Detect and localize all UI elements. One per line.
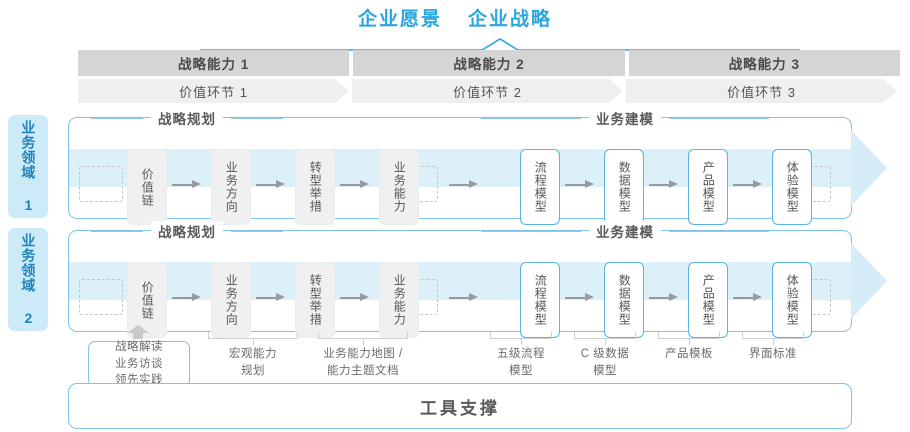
brace-connector-5 — [658, 332, 720, 345]
brace-connector-6 — [742, 332, 804, 345]
node-process-model-1[interactable]: 流程模型 — [520, 149, 560, 225]
node-business-direction-2[interactable]: 业务方向 — [211, 262, 251, 338]
domain-1-label: 业务领域 1 — [20, 119, 37, 214]
arrow-icon-1 — [172, 180, 202, 189]
node-product-model-1-label: 产品模型 — [701, 161, 716, 213]
node-business-capability-1[interactable]: 业务能力 — [379, 149, 419, 225]
node-process-model-2-label: 流程模型 — [533, 274, 548, 326]
section-title-strategy-planning-1-label: 战略规划 — [151, 108, 223, 128]
flow-ribbon-arrowhead — [851, 130, 887, 206]
value-chain-3[interactable]: 价值环节 3 — [626, 79, 897, 103]
arrow-icon-14 — [733, 293, 763, 302]
capability-band-row: 战略能力 1 战略能力 2 战略能力 3 — [78, 50, 900, 76]
node-data-model-1-label: 数据模型 — [617, 161, 632, 213]
arrow-icon-8 — [172, 293, 202, 302]
section-title-business-modeling-2: 业务建模 — [481, 221, 769, 241]
flow-ribbon-arrowhead — [851, 243, 887, 319]
node-value-chain-1[interactable]: 价值链 — [127, 149, 167, 225]
capability-band-1[interactable]: 战略能力 1 — [78, 50, 350, 76]
capability-band-3[interactable]: 战略能力 3 — [628, 50, 900, 76]
enterprise-vision-title: 企业愿景 — [357, 9, 442, 30]
tool-label-strategy-interpretation-text: 战略解读业务访谈领先实践 — [115, 341, 163, 387]
arrow-icon-11 — [449, 293, 479, 302]
enterprise-strategy-title: 企业战略 — [468, 9, 553, 30]
arrow-icon-2 — [256, 180, 286, 189]
node-process-model-2[interactable]: 流程模型 — [520, 262, 560, 338]
domain-row-2: 战略规划 业务建模 价值链 业务方向 转型举措 业务能力 流程模型 数据模型 产… — [68, 221, 887, 338]
node-product-model-1[interactable]: 产品模型 — [688, 149, 728, 225]
value-chain-1[interactable]: 价值环节 1 — [78, 79, 349, 103]
arrow-icon-6 — [649, 180, 679, 189]
placeholder-stub-start — [79, 279, 123, 315]
tool-label-product-template: 产品模板 — [665, 348, 713, 360]
capability-band-2[interactable]: 战略能力 2 — [353, 50, 625, 76]
capability-band-3-label: 战略能力 3 — [728, 57, 800, 72]
value-chain-2-label: 价值环节 2 — [453, 84, 522, 100]
tool-label-strategy-interpretation[interactable]: 战略解读业务访谈领先实践 — [88, 341, 190, 387]
tool-label-macro-capability-planning: 宏观能力规划 — [229, 348, 277, 378]
node-business-capability-2[interactable]: 业务能力 — [379, 262, 419, 338]
capability-band-1-label: 战略能力 1 — [178, 57, 250, 72]
tool-label-c-level-data-model: C 级数据模型 — [580, 348, 630, 378]
node-transformation-2[interactable]: 转型举措 — [295, 262, 335, 338]
arrow-icon-13 — [649, 293, 679, 302]
node-data-model-1[interactable]: 数据模型 — [604, 149, 644, 225]
sidebar-item-domain-1[interactable]: 业务领域 1 — [8, 115, 48, 218]
section-title-strategy-planning-2: 战略规划 — [91, 221, 283, 241]
node-process-model-1-label: 流程模型 — [533, 161, 548, 213]
node-business-direction-1[interactable]: 业务方向 — [211, 149, 251, 225]
node-product-model-2[interactable]: 产品模型 — [688, 262, 728, 338]
node-experience-model-2[interactable]: 体验模型 — [772, 262, 812, 338]
arrow-icon-5 — [565, 180, 595, 189]
section-title-strategy-planning-1: 战略规划 — [91, 108, 283, 128]
node-data-model-2[interactable]: 数据模型 — [604, 262, 644, 338]
brace-connector-4 — [574, 332, 636, 345]
capability-band-2-label: 战略能力 2 — [453, 57, 525, 72]
arrow-icon-7 — [733, 180, 763, 189]
domain-2-label: 业务领域 2 — [20, 232, 37, 327]
node-product-model-2-label: 产品模型 — [701, 274, 716, 326]
tool-label-capability-map: 业务能力地图 /能力主题文档 — [323, 348, 403, 378]
node-business-direction-2-label: 业务方向 — [224, 274, 239, 326]
section-title-business-modeling-1-label: 业务建模 — [589, 108, 661, 128]
node-experience-model-1-label: 体验模型 — [785, 161, 800, 213]
node-transformation-2-label: 转型举措 — [308, 274, 323, 326]
tool-label-ui-standard: 界面标准 — [749, 348, 797, 360]
brace-connector-3 — [490, 332, 552, 345]
tool-label-five-level-process-model: 五级流程模型 — [497, 348, 545, 378]
section-title-strategy-planning-2-label: 战略规划 — [151, 221, 223, 241]
tool-support-container: 工具支撑 — [68, 383, 852, 429]
domain-row-1: 战略规划 业务建模 价值链 业务方向 转型举措 业务能力 流程模型 数据模型 产… — [68, 108, 887, 225]
brace-connector-2 — [318, 332, 408, 345]
node-transformation-1-label: 转型举措 — [308, 161, 323, 213]
node-value-chain-2-label: 价值链 — [140, 280, 155, 320]
arrow-icon-12 — [565, 293, 595, 302]
node-experience-model-1[interactable]: 体验模型 — [772, 149, 812, 225]
sidebar-item-domain-2[interactable]: 业务领域 2 — [8, 228, 48, 331]
arrow-icon-10 — [340, 293, 370, 302]
arrow-icon-3 — [340, 180, 370, 189]
value-chain-row: 价值环节 1 价值环节 2 价值环节 3 — [78, 79, 900, 103]
tool-support-label: 工具支撑 — [420, 398, 500, 418]
section-title-business-modeling-1: 业务建模 — [481, 108, 769, 128]
arrow-icon-4 — [449, 180, 479, 189]
node-business-direction-1-label: 业务方向 — [224, 161, 239, 213]
section-title-business-modeling-2-label: 业务建模 — [589, 221, 661, 241]
brace-connector-1 — [208, 332, 298, 345]
arrow-icon-9 — [256, 293, 286, 302]
up-arrow-icon — [127, 325, 149, 339]
node-business-capability-2-label: 业务能力 — [392, 274, 407, 326]
placeholder-stub-start — [79, 166, 123, 202]
value-chain-3-label: 价值环节 3 — [727, 84, 796, 100]
value-chain-1-label: 价值环节 1 — [179, 84, 248, 100]
node-experience-model-2-label: 体验模型 — [785, 274, 800, 326]
node-transformation-1[interactable]: 转型举措 — [295, 149, 335, 225]
top-heading: 企业愿景 企业战略 — [0, 4, 910, 31]
node-data-model-2-label: 数据模型 — [617, 274, 632, 326]
value-chain-2[interactable]: 价值环节 2 — [352, 79, 623, 103]
node-value-chain-1-label: 价值链 — [140, 167, 155, 207]
node-business-capability-1-label: 业务能力 — [392, 161, 407, 213]
